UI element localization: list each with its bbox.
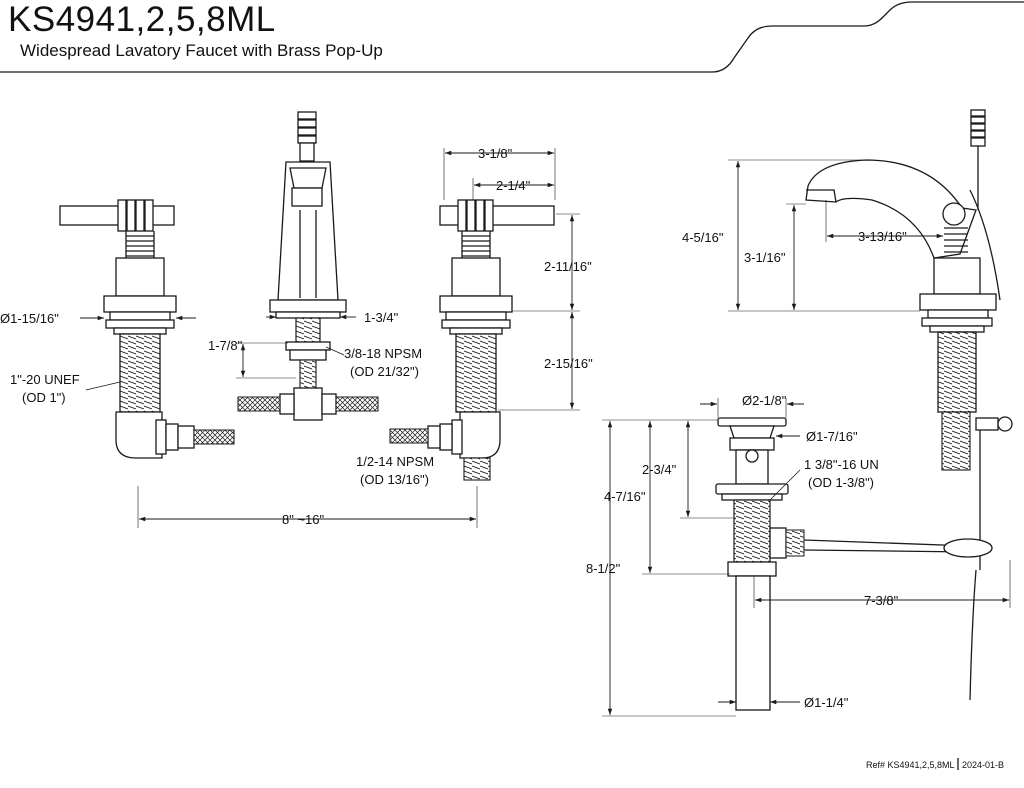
spout-hose-left bbox=[237, 396, 281, 412]
drain-flange bbox=[717, 417, 787, 427]
left-handle-assembly bbox=[59, 199, 235, 459]
dim-spread: 8" ~16" bbox=[282, 512, 325, 527]
dim-4-7-16: 4-7/16" bbox=[604, 489, 646, 504]
clevis-strap bbox=[943, 538, 993, 558]
label-npsm-3-8-od: (OD 21/32") bbox=[350, 364, 419, 379]
label-npsm-1-2: 1/2-14 NPSM bbox=[356, 454, 434, 469]
left-threaded-shank bbox=[119, 333, 161, 413]
right-escutcheon bbox=[451, 257, 501, 297]
dim-3-13-16: 3-13/16" bbox=[858, 229, 907, 244]
label-un-od: (OD 1-3/8") bbox=[808, 475, 874, 490]
pivot-rod bbox=[803, 539, 971, 553]
dimension-lines bbox=[80, 148, 1011, 770]
center-spout-assembly bbox=[237, 111, 379, 421]
side-spout bbox=[805, 159, 977, 259]
label-unef: 1"-20 UNEF bbox=[10, 372, 80, 387]
dim-7-3-8: 7-3/8" bbox=[864, 593, 899, 608]
label-un: 1 3/8"-16 UN bbox=[804, 457, 879, 472]
left-escutcheon bbox=[115, 257, 165, 297]
right-threaded-shank bbox=[455, 333, 497, 413]
drain-tailpiece bbox=[735, 575, 771, 711]
model-number: KS4941,2,5,8ML bbox=[8, 0, 276, 39]
dim-2-3-4: 2-3/4" bbox=[642, 462, 677, 477]
right-threaded-outlet bbox=[463, 457, 491, 481]
left-supply-hose bbox=[193, 429, 235, 445]
right-supply-hose bbox=[389, 428, 429, 444]
dimension-labels: 3-1/8" 2-1/4" 2-11/16" 2-15/16" Ø1-15/16… bbox=[0, 146, 1004, 770]
spout-tee bbox=[293, 387, 323, 421]
dim-dia-1-1-4: Ø1-1/4" bbox=[804, 695, 849, 710]
right-elbow bbox=[459, 411, 501, 459]
dim-1-7-8: 1-7/8" bbox=[208, 338, 243, 353]
left-elbow bbox=[115, 411, 163, 459]
dim-1-3-4: 1-3/4" bbox=[364, 310, 399, 325]
dim-3-1-8: 3-1/8" bbox=[478, 146, 513, 161]
dim-3-1-16: 3-1/16" bbox=[744, 250, 786, 265]
label-npsm-3-8: 3/8-18 NPSM bbox=[344, 346, 422, 361]
spout-body bbox=[277, 161, 339, 301]
drain-nut bbox=[785, 529, 805, 557]
label-unef-od: (OD 1") bbox=[22, 390, 66, 405]
dim-dia-1-15-16: Ø1-15/16" bbox=[0, 311, 59, 326]
dim-2-11-16: 2-11/16" bbox=[544, 259, 592, 274]
dim-2-15-16: 2-15/16" bbox=[544, 356, 593, 371]
spout-tail-piece bbox=[299, 359, 317, 391]
product-subtitle: Widespread Lavatory Faucet with Brass Po… bbox=[20, 41, 383, 60]
faucet-side-view bbox=[805, 109, 1013, 701]
dim-dia-2-1-8: Ø2-1/8" bbox=[742, 393, 787, 408]
footer-revision: 2024-01-B bbox=[962, 760, 1004, 770]
popup-drain bbox=[715, 417, 993, 711]
sheet-border bbox=[0, 1, 1024, 73]
right-handle-assembly bbox=[389, 199, 555, 481]
dim-4-5-16: 4-5/16" bbox=[682, 230, 724, 245]
dim-8-1-2: 8-1/2" bbox=[586, 561, 621, 576]
right-lever bbox=[439, 205, 555, 226]
spout-hose-right bbox=[335, 396, 379, 412]
dim-2-1-4: 2-1/4" bbox=[496, 178, 531, 193]
side-body bbox=[933, 257, 981, 295]
left-lever bbox=[59, 205, 175, 226]
side-tail-piece bbox=[941, 411, 971, 471]
side-threaded-shank bbox=[937, 331, 977, 413]
footer-ref: Ref# KS4941,2,5,8ML bbox=[866, 760, 955, 770]
drain-threaded-body bbox=[733, 499, 771, 563]
dim-dia-1-7-16: Ø1-7/16" bbox=[806, 429, 858, 444]
label-npsm-1-2-od: (OD 13/16") bbox=[360, 472, 429, 487]
spout-threaded-shank bbox=[295, 317, 321, 343]
